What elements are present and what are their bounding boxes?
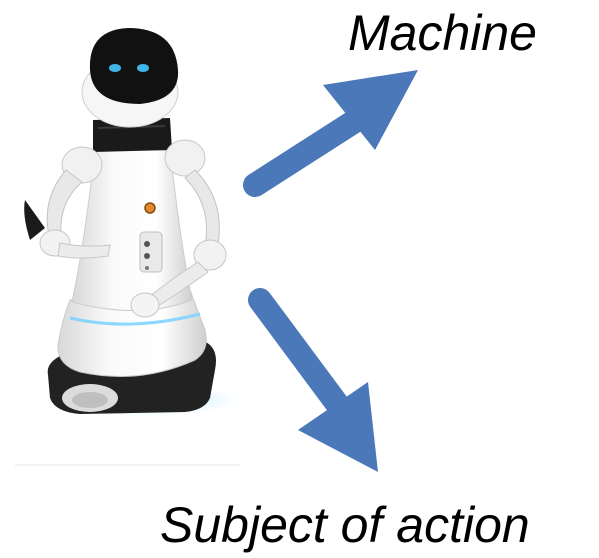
arrow-up-head: [323, 70, 418, 150]
arrow-up-right: [243, 70, 418, 197]
robot-lower-body: [57, 289, 207, 377]
robot-glow-stripe: [69, 312, 201, 326]
arrow-up-shaft: [243, 107, 370, 197]
robot-orange-indicator: [144, 202, 156, 214]
label-subject-of-action: Subject of action: [160, 497, 530, 553]
label-machine: Machine: [348, 5, 537, 61]
robot-left-arm: [24, 146, 111, 259]
robot-left-eye: [109, 64, 121, 72]
arrow-down-right: [248, 288, 378, 472]
arrow-down-head: [298, 382, 378, 472]
robot-right-arm: [130, 139, 227, 318]
robot-right-eye: [137, 64, 149, 72]
arrow-down-shaft: [248, 288, 350, 417]
robot-image: [15, 28, 240, 466]
robot-panel: [139, 231, 163, 273]
robot-head: [81, 28, 179, 128]
